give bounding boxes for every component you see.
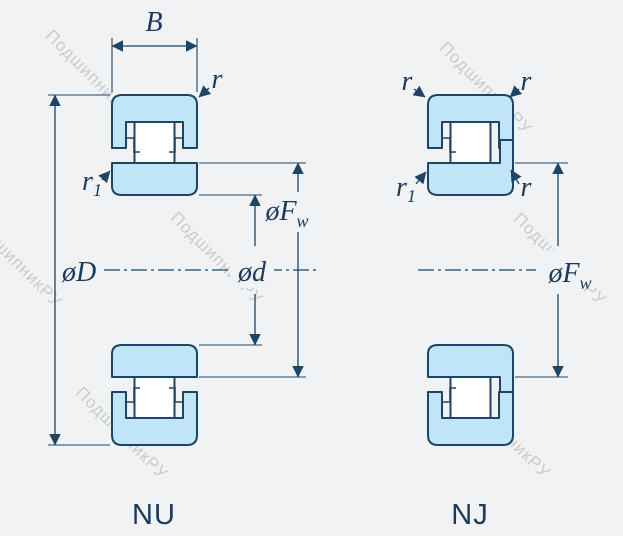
bearing-nj (427, 94, 514, 446)
label-fw-nj: øFw (547, 258, 591, 293)
nj-outer-ring-bottom (427, 391, 514, 446)
label-bg-fw-right (536, 250, 602, 288)
label-r1-nu: r1 (82, 166, 102, 200)
nu-inner-ring-top (111, 162, 198, 196)
leader-r-outer (198, 85, 212, 98)
bearing-nu (111, 94, 198, 446)
label-r-nj-topright: r (521, 66, 532, 97)
leader-r-nj-flange (510, 169, 522, 185)
nj-roller-top (449, 121, 492, 164)
nj-inner-ring-bottom (427, 344, 514, 401)
nu-inner-ring-bottom (111, 344, 198, 378)
nj-inner-ring-top (427, 139, 514, 196)
dimensions-nj: r r r1 r øFw (396, 66, 592, 378)
nu-cage-bottom (126, 387, 183, 403)
nu-outer-ring-bottom (111, 391, 198, 446)
nu-roller-bottom (133, 376, 176, 419)
nu-cage-top (126, 137, 183, 153)
label-bg-fw-left (258, 190, 320, 226)
label-r1-nj: r1 (396, 172, 416, 206)
label-r-nj-flange: r (521, 172, 532, 203)
nj-cage-top (442, 137, 456, 153)
leader-r-nj-topright (509, 85, 523, 98)
label-width-b: B (145, 7, 162, 38)
leader-r-nj-topleft (412, 85, 426, 98)
dimensions-nu: B r r1 øD ød øFw (48, 7, 309, 446)
watermark-text: ПодшипникРУ (0, 211, 66, 311)
label-fw-nu: øFw (264, 196, 308, 231)
label-r-nj-topleft: r (402, 66, 413, 97)
caption-nu: NU (132, 499, 176, 531)
caption-nj: NJ (451, 499, 488, 531)
nj-roller-bottom (449, 376, 492, 419)
nj-cage-bottom (442, 387, 456, 403)
label-bore-diameter: ød (237, 257, 267, 288)
label-outer-diameter: øD (61, 257, 96, 288)
nu-roller-top (133, 121, 176, 164)
label-r-outer: r (212, 64, 223, 95)
leader-r1-nu (98, 170, 111, 184)
label-bg-bore (230, 252, 274, 288)
leader-r1-nj (414, 171, 427, 185)
